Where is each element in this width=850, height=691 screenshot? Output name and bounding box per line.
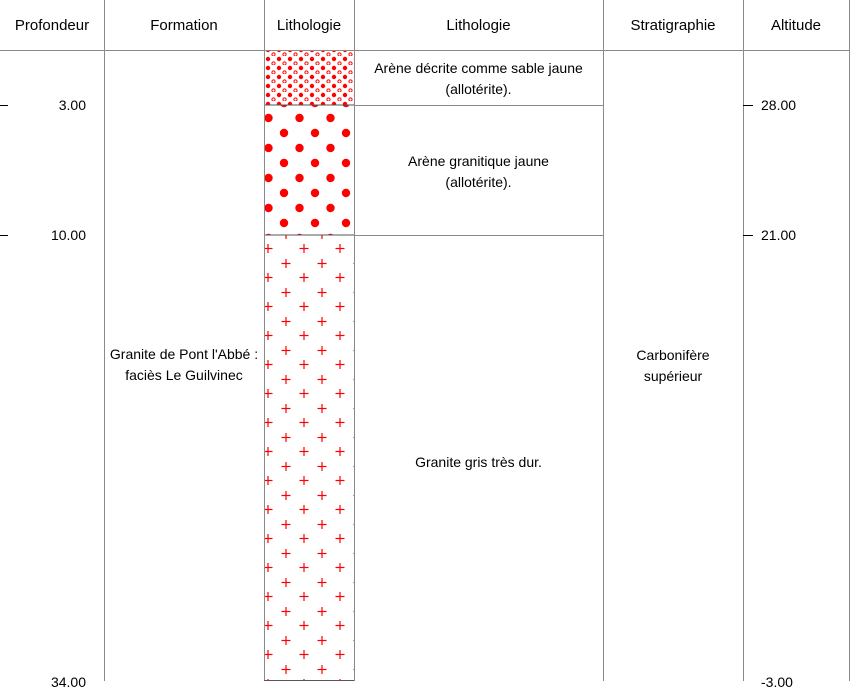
- layer-description: Granite gris très dur.: [415, 453, 542, 470]
- layer-pattern-large-dots: [264, 105, 354, 235]
- layer-pattern-fine-dots: [264, 50, 354, 105]
- depth-tick: [0, 235, 8, 236]
- depth-label: 3.00: [58, 97, 86, 113]
- column-divider: [743, 0, 744, 681]
- depth-tick: [0, 105, 8, 106]
- layer-divider: [354, 235, 603, 236]
- header-depth: Profondeur: [14, 16, 90, 34]
- layer-divider: [354, 105, 603, 106]
- depth-label: 34.00: [50, 674, 86, 690]
- altitude-label: 21.00: [761, 227, 797, 243]
- formation-name: Granite de Pont l'Abbé : faciès Le Guilv…: [109, 346, 259, 383]
- altitude-label: -3.00: [761, 674, 793, 690]
- altitude-tick: [743, 235, 753, 236]
- altitude-label: 28.00: [761, 97, 797, 113]
- column-divider: [104, 0, 105, 681]
- header-lithology-pattern: Lithologie: [276, 16, 342, 34]
- layer-description: Arène granitique jaune (allotérite).: [408, 153, 549, 190]
- header-lithology-description: Lithologie: [446, 16, 511, 34]
- depth-label: 10.00: [50, 227, 86, 243]
- stratigraphy-name: Carbonifère supérieur: [636, 347, 710, 384]
- column-divider: [354, 0, 355, 681]
- lithology-pattern-column: [264, 50, 354, 681]
- header-stratigraphy: Stratigraphie: [630, 16, 716, 34]
- column-divider: [264, 0, 265, 681]
- layer-description: Arène décrite comme sable jaune (allotér…: [374, 60, 583, 97]
- header-divider: [0, 50, 850, 51]
- altitude-tick: [743, 105, 753, 106]
- header-formation: Formation: [150, 16, 218, 34]
- header-altitude: Altitude: [770, 16, 822, 34]
- column-divider: [603, 0, 604, 681]
- log-bottom: [264, 680, 354, 681]
- layer-pattern-crosses: [264, 235, 354, 681]
